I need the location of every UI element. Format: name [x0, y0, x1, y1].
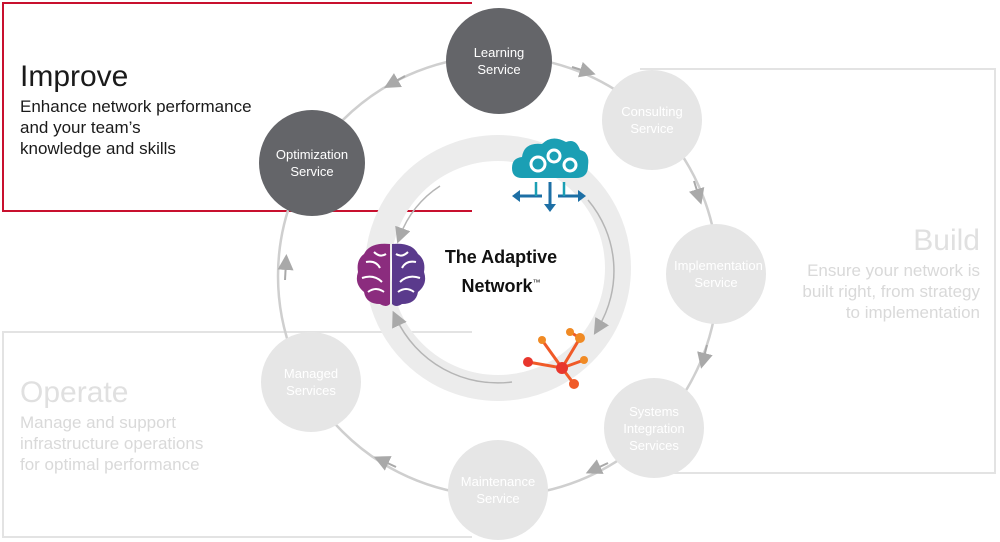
brain-icon [356, 243, 426, 306]
cloud-gears-icon [512, 138, 589, 212]
cycle-arrow [585, 459, 609, 474]
node-label: Learning Service [473, 45, 525, 77]
node-consulting-service[interactable]: Consulting Service [602, 70, 702, 170]
improve-description: Enhance network performance and your tea… [20, 97, 252, 158]
inner-arrow [395, 185, 441, 244]
node-optimization-service[interactable]: Optimization Service [259, 110, 365, 216]
inner-arrow [587, 199, 615, 335]
operate-frame [2, 331, 472, 538]
node-implementation-service[interactable]: Implementation Service [666, 224, 766, 324]
trademark-symbol: ™ [532, 278, 541, 287]
improve-frame [2, 2, 472, 212]
cycle-arrow [697, 344, 713, 369]
build-title: Build [913, 224, 980, 257]
center-title-line2: Network [461, 276, 533, 296]
cycle-arrow [571, 61, 596, 78]
node-learning-service[interactable]: Learning Service [446, 8, 552, 114]
node-label: Consulting Service [621, 104, 683, 136]
cycle-arrow [384, 73, 406, 88]
node-maintenance-service[interactable]: Maintenance Service [448, 440, 548, 540]
node-label: Implementation Service [674, 258, 763, 290]
node-label: Optimization Service [275, 147, 349, 179]
node-label: Maintenance Service [460, 474, 536, 506]
improve-title: Improve [20, 60, 129, 93]
cycle-arrow [373, 456, 397, 471]
node-label: Managed Services [283, 366, 339, 398]
inner-arrow [392, 310, 513, 384]
node-systems-integration-services[interactable]: Systems Integration Services [604, 378, 704, 478]
build-frame [640, 68, 996, 474]
build-description: Ensure your network is built right, from… [802, 261, 980, 322]
cycle-arrow [688, 180, 705, 205]
node-label: Systems Integration Services [623, 403, 685, 453]
operate-description: Manage and support infrastructure operat… [20, 413, 204, 474]
operate-title: Operate [20, 376, 129, 409]
network-nodes-icon [523, 328, 588, 389]
cycle-arrow [277, 254, 294, 281]
node-managed-services[interactable]: Managed Services [261, 332, 361, 432]
center-title-line1: The Adaptive [444, 247, 558, 267]
